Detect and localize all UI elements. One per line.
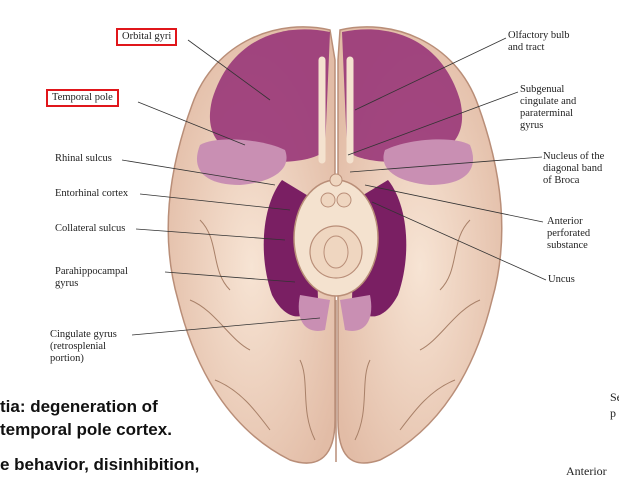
label-anterior-line2: perforated — [547, 228, 591, 239]
temporal-pole-right — [383, 139, 474, 185]
label-collateral-sulcus: Collateral sulcus — [55, 223, 126, 234]
parahippocampal-left — [298, 295, 330, 331]
label-rhinal-sulcus: Rhinal sulcus — [55, 153, 112, 164]
edge-anterior: Anterior — [566, 464, 607, 478]
label-cingulate-line3: portion) — [50, 353, 84, 364]
label-cingulate-line1: Cingulate gyrus — [50, 329, 117, 340]
label-anterior-line3: substance — [547, 240, 588, 251]
edge-fragment-2: p — [610, 406, 616, 420]
slide-text-line3: e behavior, disinhibition, — [0, 455, 200, 474]
label-olfactory-line1: Olfactory bulb — [508, 30, 570, 41]
label-nucleus-line3: of Broca — [543, 175, 580, 186]
label-subgenual-line2: cingulate and — [520, 96, 577, 107]
label-temporal-pole: Temporal pole — [46, 89, 119, 107]
parahippocampal-right — [340, 295, 372, 331]
gyri-lines — [189, 219, 481, 441]
edge-fragment-1: Se — [610, 390, 619, 404]
label-orbital-gyri: Orbital gyri — [116, 28, 178, 46]
label-nucleus-line2: diagonal band — [543, 163, 603, 174]
midbrain — [309, 225, 363, 279]
label-parahippocampal-line1: Parahippocampal — [55, 266, 128, 277]
orbital-region-left — [209, 29, 330, 162]
label-uncus: Uncus — [548, 274, 575, 285]
label-anterior-line1: Anterior — [547, 216, 583, 227]
temporal-pole-left — [196, 139, 287, 185]
label-olfactory-line2: and tract — [508, 42, 545, 53]
leader-lines — [121, 37, 547, 336]
slide-text-line1: tia: degeneration of — [0, 397, 158, 416]
label-cingulate-line2: (retrosplenial — [50, 341, 106, 352]
label-nucleus-line1: Nucleus of the — [543, 151, 605, 162]
label-subgenual-line3: paraterminal — [520, 108, 574, 119]
label-subgenual-line4: gyrus — [520, 120, 544, 131]
slide-text-line2: temporal pole cortex. — [0, 420, 172, 439]
label-subgenual-line1: Subgenual — [520, 84, 565, 95]
label-parahippocampal-line2: gyrus — [55, 278, 79, 289]
orbital-region-right — [342, 29, 463, 162]
label-entorhinal-cortex: Entorhinal cortex — [55, 188, 129, 199]
